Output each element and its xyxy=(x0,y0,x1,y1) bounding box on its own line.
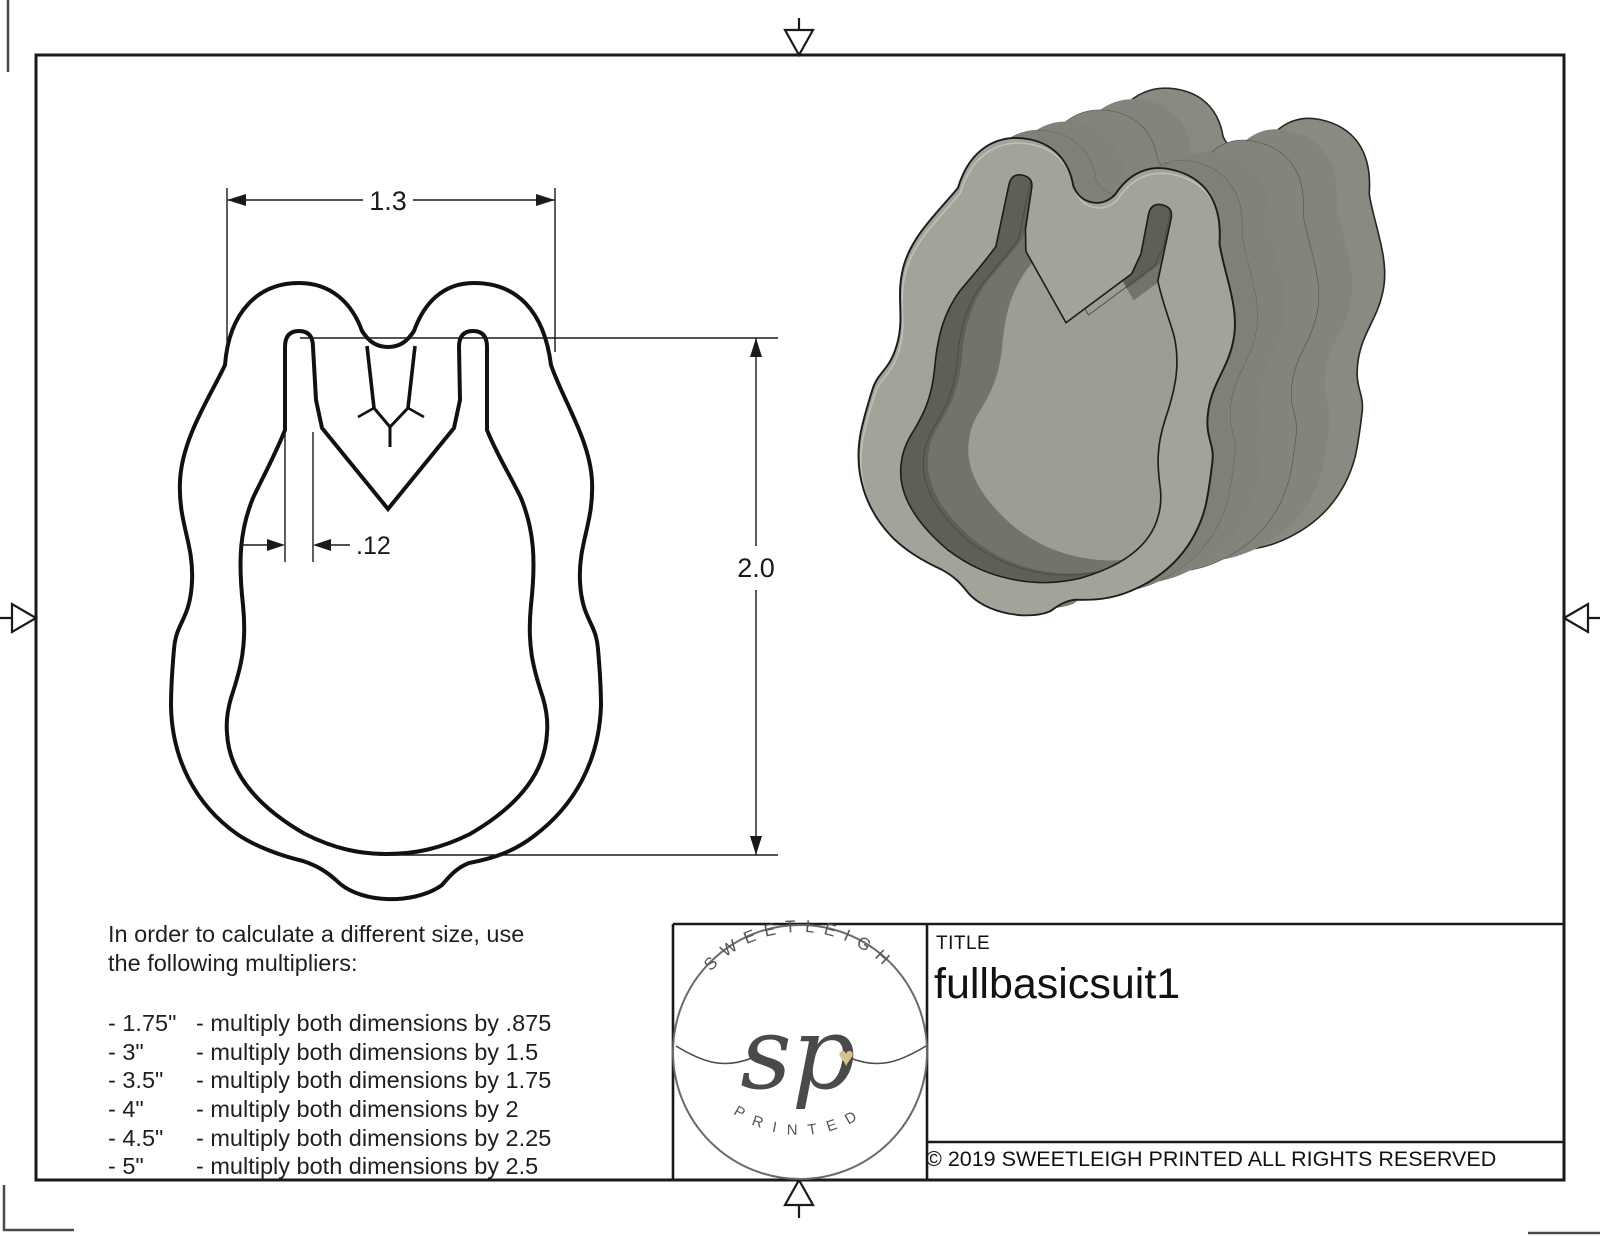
multiplier-rule: - multiply both dimensions by 1.75 xyxy=(196,1067,552,1094)
logo-swash xyxy=(675,1045,927,1065)
centering-marks xyxy=(0,18,1600,1218)
sizing-notes: In order to calculate a different size, … xyxy=(108,920,688,1181)
dim-height-value: 2.0 xyxy=(737,553,775,583)
dim-width-value: 1.3 xyxy=(369,186,407,216)
inner-profile-path xyxy=(224,329,550,856)
dim-height xyxy=(300,337,778,856)
multiplier-row: - 4.5" - multiply both dimensions by 2.2… xyxy=(108,1124,688,1153)
centering-mark-top xyxy=(783,18,815,58)
multiplier-size: - 1.75" xyxy=(108,1009,177,1036)
logo: SWEETLEIGH PRINTED sp ♥ xyxy=(672,917,928,1180)
strap-gap-detail xyxy=(357,345,425,447)
multiplier-size: - 3" xyxy=(108,1038,144,1065)
centering-mark-left xyxy=(0,602,39,634)
multiplier-row: - 4" - multiply both dimensions by 2 xyxy=(108,1095,688,1124)
logo-circle xyxy=(672,924,928,1180)
render-3d-rim xyxy=(858,138,1235,616)
dim-wall xyxy=(240,432,350,562)
multiplier-size: - 5" xyxy=(108,1153,144,1180)
multiplier-row: - 1.75" - multiply both dimensions by .8… xyxy=(108,1009,688,1038)
multiplier-rule: - multiply both dimensions by 2.25 xyxy=(196,1124,552,1151)
multiplier-rule: - multiply both dimensions by .875 xyxy=(196,1009,552,1036)
outer-profile-path xyxy=(169,281,603,902)
multiplier-rule: - multiply both dimensions by 2.5 xyxy=(196,1153,539,1180)
logo-monogram: sp xyxy=(740,995,855,1112)
multiplier-size: - 4.5" xyxy=(108,1124,164,1151)
centering-mark-right xyxy=(1561,602,1600,634)
multiplier-rule: - multiply both dimensions by 1.5 xyxy=(196,1038,539,1065)
notes-intro-line1: In order to calculate a different size, … xyxy=(108,921,525,947)
multiplier-row: - 3" - multiply both dimensions by 1.5 xyxy=(108,1038,688,1067)
multiplier-size: - 3.5" xyxy=(108,1067,164,1094)
multiplier-row: - 5" - multiply both dimensions by 2.5 xyxy=(108,1152,688,1181)
title-label: TITLE xyxy=(936,933,991,954)
multiplier-row: - 3.5" - multiply both dimensions by 1.7… xyxy=(108,1066,688,1095)
copyright-text: © 2019 SWEETLEIGH PRINTED ALL RIGHTS RES… xyxy=(926,1147,1497,1171)
dim-wall-value: .12 xyxy=(356,532,391,560)
notes-intro-line2: the following multipliers: xyxy=(108,950,358,976)
drawing-2d: 1.3 2.0 .12 xyxy=(169,186,778,902)
logo-heart-icon: ♥ xyxy=(838,1042,854,1072)
multiplier-size: - 4" xyxy=(108,1095,144,1122)
page-title: fullbasicsuit1 xyxy=(934,960,1181,1008)
render-3d xyxy=(829,67,1424,651)
centering-mark-bottom xyxy=(783,1177,815,1218)
dim-width xyxy=(226,188,556,352)
multiplier-rule: - multiply both dimensions by 2 xyxy=(196,1095,519,1122)
